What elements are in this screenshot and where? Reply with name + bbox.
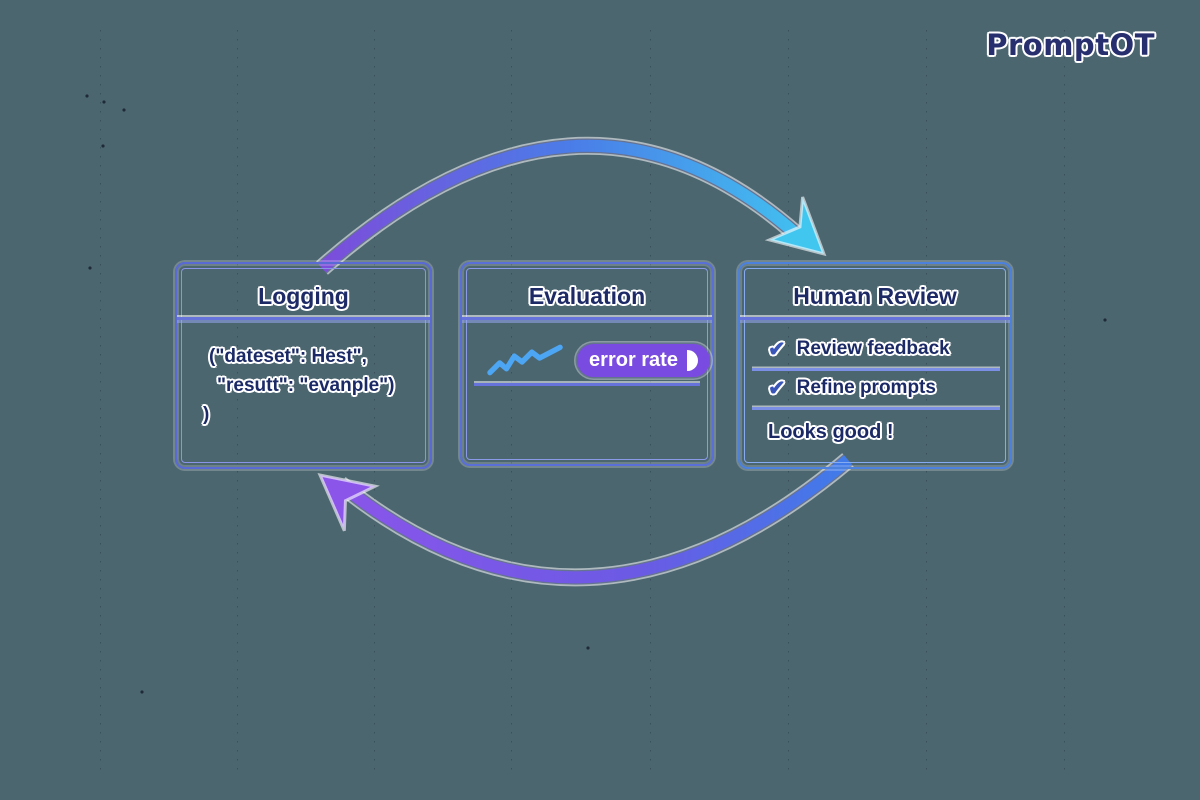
checklist-item-label: Review feedback <box>796 338 950 359</box>
evaluation-underline <box>474 383 700 386</box>
checklist-underline <box>752 368 1000 371</box>
code-line: "resutt": "evanple") <box>217 375 395 396</box>
arrow-top-arc <box>316 136 827 275</box>
logging-card: Logging ("dateset": Hest", "resutt": "ev… <box>175 262 432 469</box>
human-review-card-title: Human Review <box>793 283 957 309</box>
logging-code-block: ("dateset": Hest", "resutt": "evanple") … <box>203 342 420 429</box>
logging-card-title: Logging <box>258 283 349 309</box>
evaluation-card-title: Evaluation <box>528 283 646 309</box>
human-review-title-divider <box>740 317 1010 320</box>
promptot-logo: PromptOT <box>986 28 1155 62</box>
logging-title-divider <box>177 317 430 320</box>
code-line: ("dateset": Hest", <box>209 346 367 367</box>
human-review-card: Human Review ✔ Review feedback ✔ Refine … <box>738 262 1012 469</box>
approval-note: Looks good ! <box>768 421 894 443</box>
check-icon: ✔ <box>768 337 786 361</box>
arrow-bottom-arc <box>317 453 854 587</box>
half-circle-icon <box>686 349 698 371</box>
evaluation-card: Evaluation error rate <box>460 262 714 466</box>
checklist-item-review-feedback: ✔ Review feedback <box>768 338 950 360</box>
evaluation-content-row: error rate <box>487 343 710 377</box>
evaluation-title-divider <box>462 317 712 320</box>
error-rate-badge[interactable]: error rate <box>577 343 710 377</box>
check-icon: ✔ <box>768 376 786 400</box>
trend-sparkline-icon <box>487 344 563 376</box>
error-rate-label: error rate <box>589 348 678 371</box>
checklist-item-refine-prompts: ✔ Refine prompts <box>768 377 936 399</box>
checklist-underline <box>752 407 1000 410</box>
code-line: ) <box>203 404 210 425</box>
checklist-item-label: Refine prompts <box>796 377 936 398</box>
